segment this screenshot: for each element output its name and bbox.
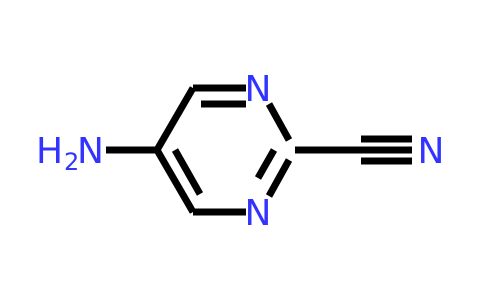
atom-amine-subscript: 2: [64, 148, 79, 176]
atom-labels: N N N H 2 N: [36, 69, 444, 234]
atom-amine-h: H: [36, 131, 63, 172]
bond-c5-c6-inner: [171, 148, 204, 196]
bond-c5-c4: [153, 86, 197, 152]
atom-amine-n: N: [77, 131, 104, 172]
bond-c5-c6: [153, 148, 197, 214]
bond-n3-c2: [265, 102, 293, 142]
atom-n3: N: [245, 69, 272, 110]
atom-n1: N: [245, 193, 272, 234]
atom-n-nitrile: N: [418, 131, 445, 172]
bond-c2-n1-inner: [254, 148, 278, 180]
bond-c2-n1: [265, 158, 293, 198]
bonds: [106, 84, 412, 216]
